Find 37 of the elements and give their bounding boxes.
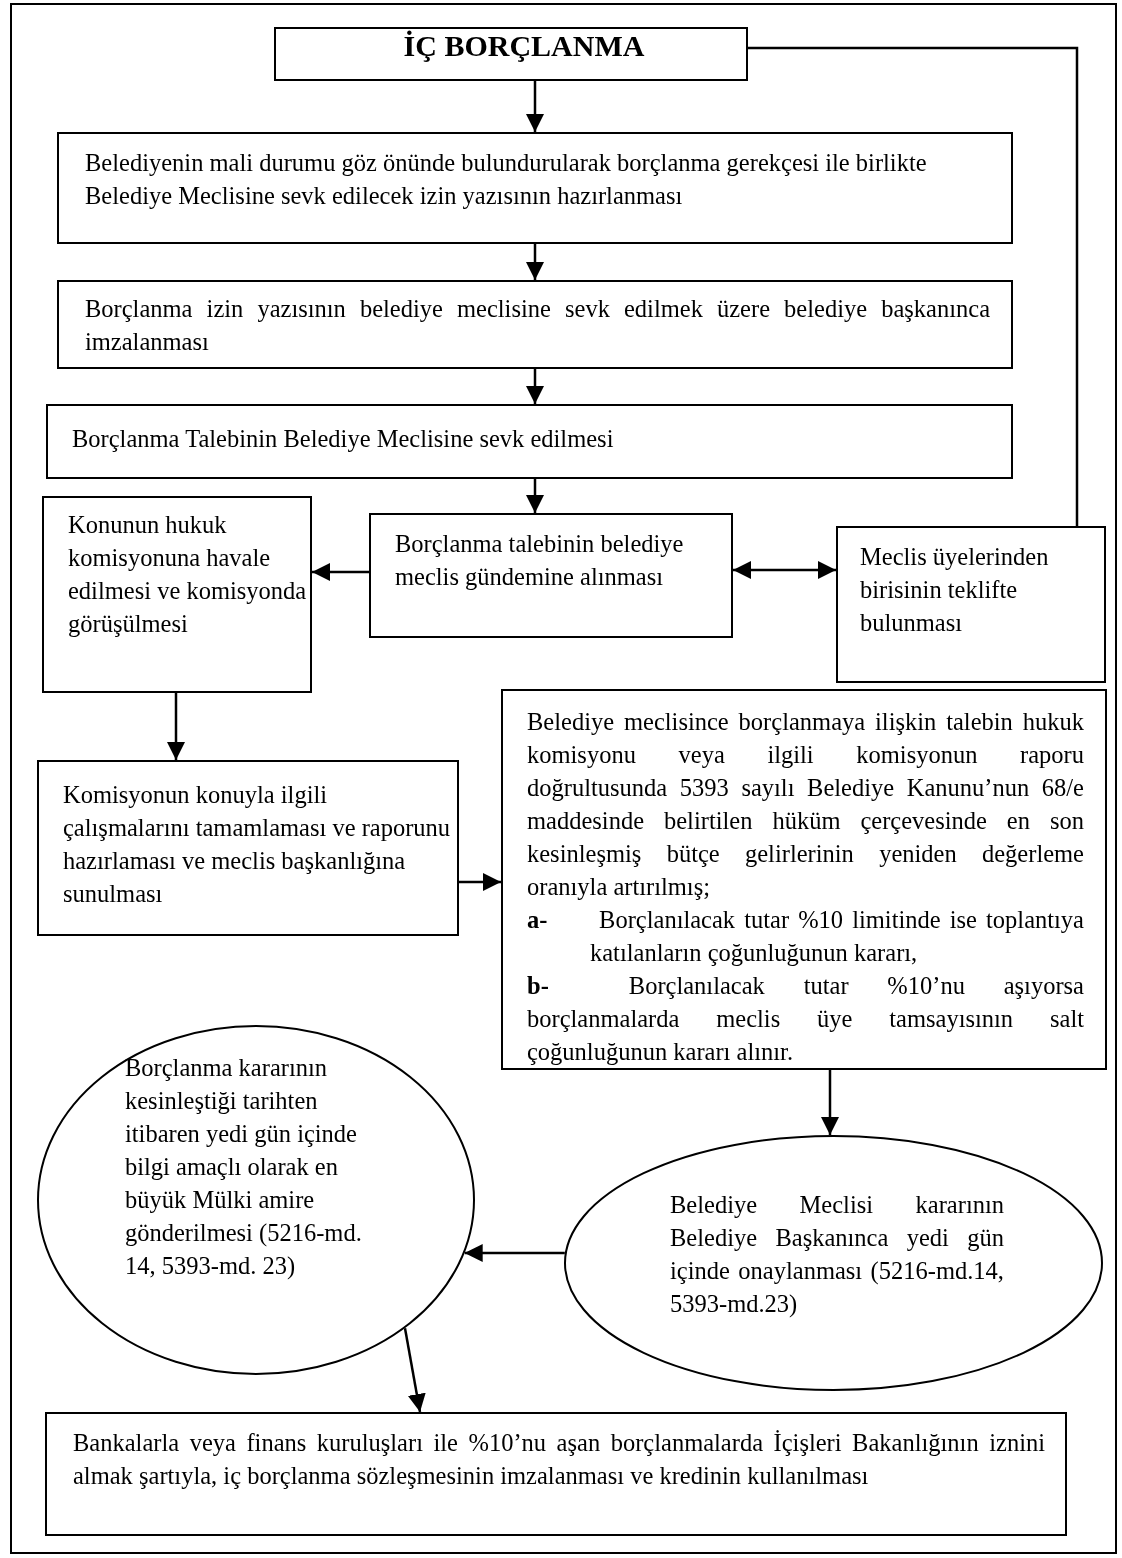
process-box	[369, 513, 733, 638]
step-text: İÇ BORÇLANMA	[402, 29, 646, 63]
list-item-text: b- Borçlanılacak tutar %10’nu aşıyorsa borçlanmalarda meclis üye tamsayısının salt çoğunluğunun kararı alınır.	[527, 971, 1084, 1067]
step-text: Belediye Meclisi kararının Belediye Başkanınca yedi gün içinde onaylanması (5216-md.14, 5393-md.23)	[670, 1190, 1004, 1319]
process-box	[274, 27, 748, 81]
step-text: Meclis üyelerinden birisinin teklifte bulunması	[860, 542, 1050, 638]
process-ellipse	[564, 1135, 1103, 1391]
step-text: Bankalarla veya finans kuruluşları ile %10’nu aşan borçlanmalarda İçişleri Bakanlığının iznini almak şartıyla, iç borçlanma sözleşmesinin imzalanması ve kredinin kullanılması	[73, 1428, 1045, 1491]
process-box	[57, 280, 1013, 369]
arrow	[312, 563, 369, 581]
arrow	[733, 561, 836, 579]
arrow	[167, 693, 185, 760]
process-box	[42, 496, 312, 693]
process-box	[45, 1412, 1067, 1536]
step-text: Belediyenin mali durumu göz önünde bulundurularak borçlanma gerekçesi ile birlikte Belediye Meclisine sevk edilecek izin yazısının hazırlanması	[85, 148, 928, 211]
process-box	[57, 132, 1013, 244]
step-text: Borçlanma talebinin belediye meclis gündemine alınması	[395, 529, 685, 592]
arrow	[526, 244, 544, 280]
step-text: Borçlanma Talebinin Belediye Meclisine sevk edilmesi	[72, 424, 615, 454]
arrow	[403, 1328, 426, 1413]
step-text: Belediye meclisince borçlanmaya ilişkin talebin hukuk komisyonu veya ilgili komisyonun raporu doğrultusunda 5393 sayılı Belediye Kanunu’nun 68/e maddesinde belirtilen hüküm çerçevesinde en son kesinleşmiş bütçe gelirlerinin yeniden değerleme oranıyla artırılmış;	[527, 707, 1084, 902]
process-box	[37, 760, 459, 936]
process-box	[836, 526, 1106, 683]
step-text: Borçlanma kararının kesinleştiği tarihten itibaren yedi gün içinde bilgi amaçlı olarak en büyük Mülki amire gönderilmesi (5216-md. 14, 5393-md. 23)	[125, 1053, 363, 1281]
arrow	[526, 369, 544, 404]
arrow	[464, 1244, 565, 1262]
process-box	[501, 689, 1107, 1070]
step-text: Komisyonun konuyla ilgili çalışmalarını tamamlaması ve raporunu hazırlaması ve meclis başkanlığına sunulması	[63, 780, 452, 909]
arrow	[821, 1070, 839, 1135]
step-text: Konunun hukuk komisyonuna havale edilmesi ve komisyonda görüşülmesi	[68, 510, 308, 639]
arrow	[526, 479, 544, 513]
process-ellipse	[37, 1025, 475, 1375]
step-text: Borçlanma izin yazısının belediye meclisine sevk edilmek üzere belediye başkanınca imzalanması	[85, 294, 990, 357]
arrow	[459, 873, 501, 891]
arrow	[526, 81, 544, 132]
connector-line	[748, 46, 1079, 526]
process-box	[46, 404, 1013, 479]
